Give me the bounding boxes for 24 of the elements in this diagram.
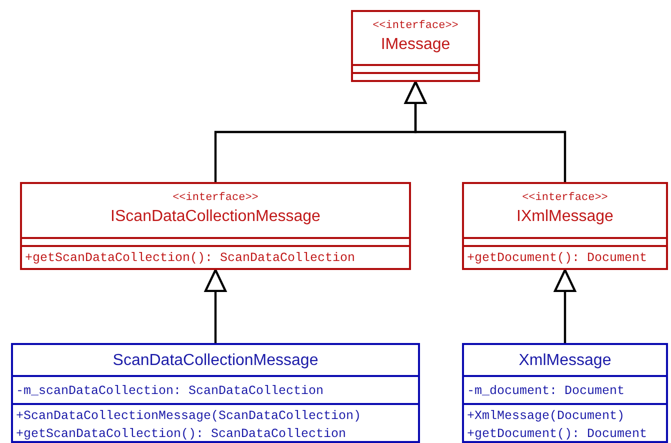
class-name: IScanDataCollectionMessage	[110, 207, 320, 227]
stereotype-label: <<interface>>	[372, 19, 458, 34]
interface-box	[20, 182, 411, 270]
interface-box	[462, 182, 668, 270]
class-name: ScanDataCollectionMessage	[112, 351, 318, 371]
stereotype-label: <<interface>>	[522, 191, 608, 206]
class-box	[11, 343, 420, 443]
class-name: IXmlMessage	[516, 207, 614, 227]
attribute-text: -m_scanDataCollection: ScanDataCollection	[16, 383, 324, 400]
inheritance-arrow	[204, 268, 227, 343]
method-text: +getScanDataCollection(): ScanDataCollection	[16, 426, 346, 443]
class-name: IMessage	[380, 35, 450, 55]
method-text: +getDocument(): Document	[467, 426, 648, 443]
inheritance-arrow	[404, 80, 566, 182]
inheritance-arrow	[554, 268, 576, 343]
stereotype-label: <<interface>>	[172, 191, 258, 206]
attribute-text: -m_document: Document	[467, 383, 625, 400]
class-box	[462, 343, 668, 443]
class-name: XmlMessage	[518, 351, 612, 371]
method-text: +XmlMessage(Document)	[467, 408, 625, 425]
method-text: +getDocument(): Document	[467, 250, 648, 267]
method-text: +getScanDataCollection(): ScanDataCollection	[25, 250, 356, 267]
method-text: +ScanDataCollectionMessage(ScanDataCollection)	[16, 408, 362, 425]
interface-box	[351, 10, 480, 82]
